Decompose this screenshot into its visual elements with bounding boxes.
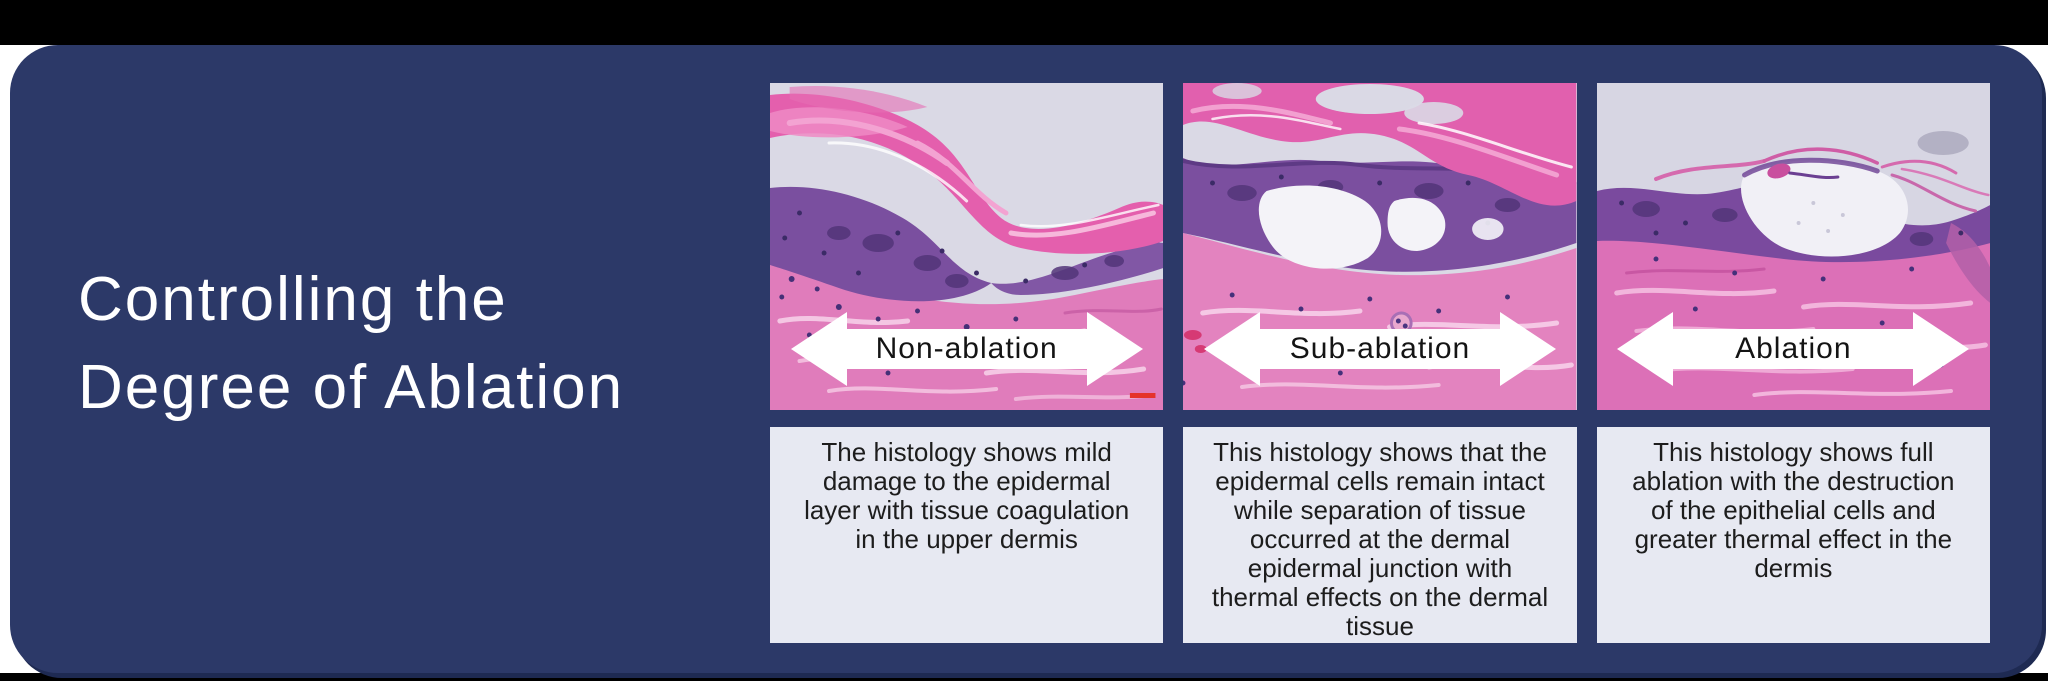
range-arrow-ablation: Ablation (1617, 312, 1970, 386)
letterbox-bottom (0, 673, 2048, 681)
arrow-left-tip-icon (790, 312, 847, 386)
range-arrow-label: Sub-ablation (1259, 329, 1500, 369)
slide-smudge (1917, 131, 1969, 155)
caption-box-non-ablation: The histology shows mild damage to the e… (770, 427, 1164, 643)
histology-image-ablation: Ablation (1596, 83, 1990, 410)
letterbox-top (0, 0, 2048, 45)
panel-non-ablation: Non-ablation The histology shows mild da… (770, 83, 1164, 643)
slide-title: Controlling the Degree of Ablation (78, 265, 625, 422)
caption-box-ablation: This histology shows full ablation with … (1596, 427, 1990, 643)
arrow-left-tip-icon (1617, 312, 1674, 386)
range-arrow-non-ablation: Non-ablation (790, 312, 1143, 386)
histology-panels: Non-ablation The histology shows mild da… (770, 83, 1990, 643)
arrow-right-tip-icon (1913, 312, 1970, 386)
range-arrow-label: Non-ablation (846, 329, 1087, 369)
arrow-right-tip-icon (1499, 312, 1556, 386)
panel-ablation: Ablation This histology shows full ablat… (1596, 83, 1990, 643)
histology-image-non-ablation: Non-ablation (770, 83, 1164, 410)
panel-sub-ablation: Sub-ablation This histology shows that t… (1183, 83, 1577, 643)
range-arrow-sub-ablation: Sub-ablation (1203, 312, 1556, 386)
caption-box-sub-ablation: This histology shows that the epidermal … (1183, 427, 1577, 643)
histology-image-sub-ablation: Sub-ablation (1183, 83, 1577, 410)
scale-bar (1129, 393, 1156, 398)
arrow-left-tip-icon (1203, 312, 1260, 386)
arrow-right-tip-icon (1086, 312, 1143, 386)
range-arrow-label: Ablation (1673, 329, 1914, 369)
